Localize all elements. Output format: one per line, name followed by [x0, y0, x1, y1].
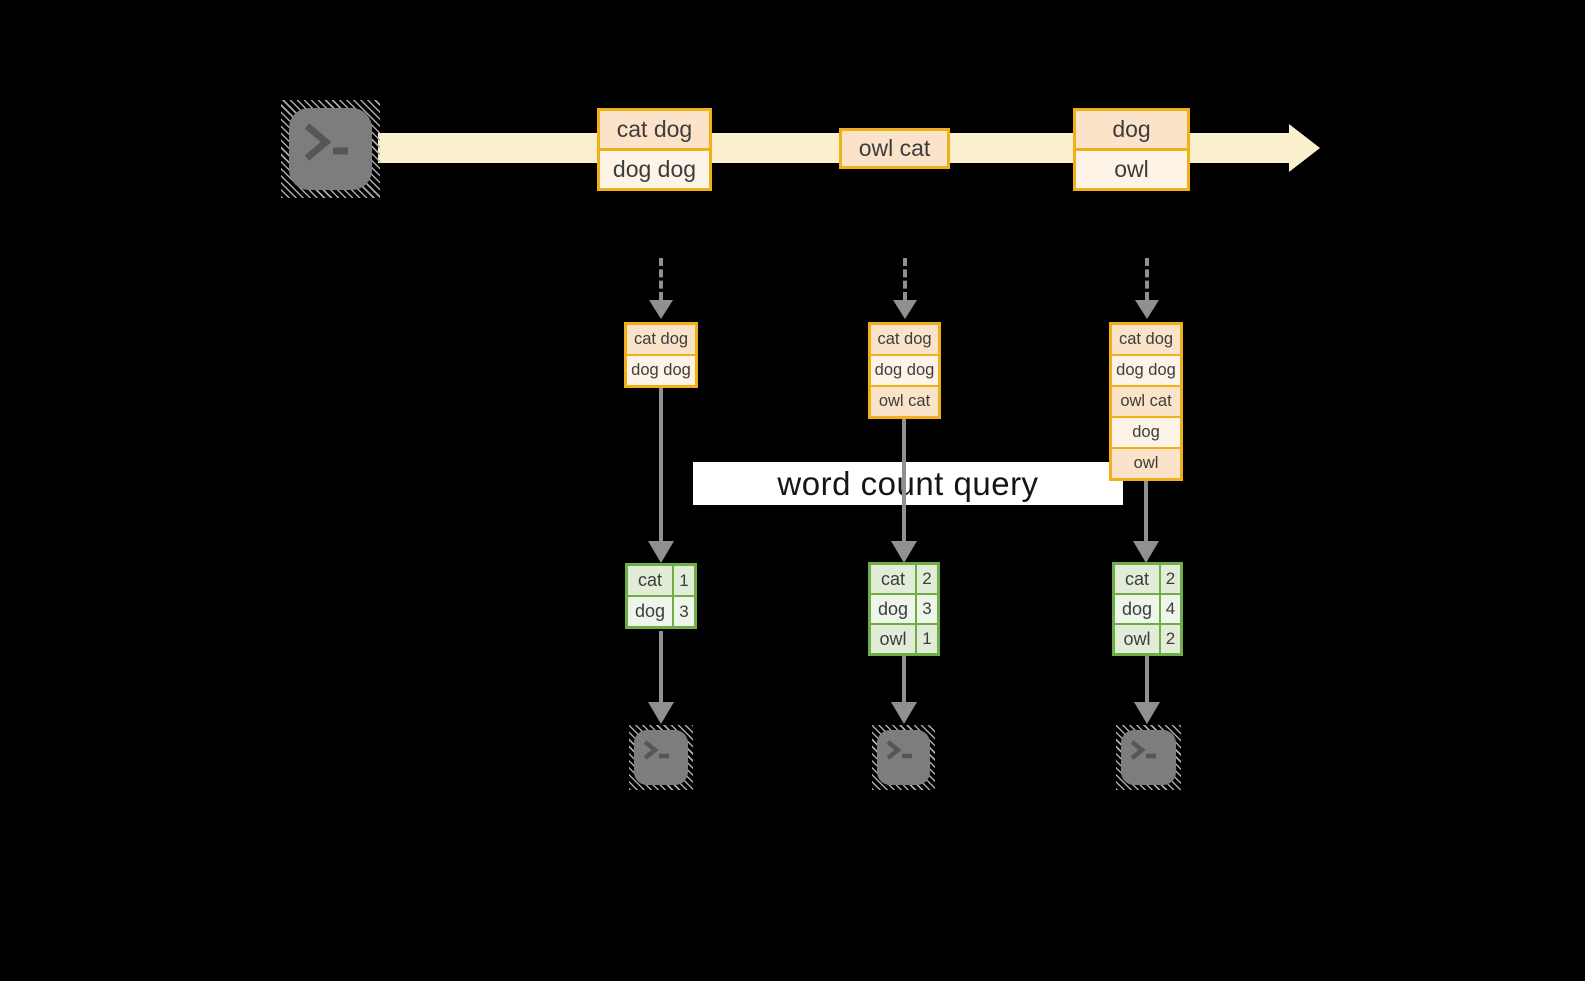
emit-arrow-line-1	[659, 631, 663, 702]
count-cell: 3	[915, 595, 937, 623]
word-cell: cat	[871, 565, 915, 593]
query-arrow-line-2	[902, 418, 906, 541]
query-arrowhead-icon-3	[1133, 541, 1159, 563]
query-arrow-line-3	[1144, 480, 1148, 541]
event-line: dog	[1076, 111, 1187, 148]
terminal-body	[877, 730, 930, 785]
count-row: dog 3	[871, 593, 937, 623]
buffer-cell: cat dog	[871, 325, 938, 354]
word-cell: owl	[871, 625, 915, 653]
count-row: cat 2	[1115, 565, 1180, 593]
word-cell: cat	[628, 566, 672, 595]
count-table-1: cat 1 dog 3	[625, 563, 697, 629]
count-cell: 3	[672, 597, 694, 626]
buffer-cell: owl cat	[1112, 385, 1180, 416]
count-row: dog 4	[1115, 593, 1180, 623]
word-cell: cat	[1115, 565, 1159, 593]
query-arrowhead-icon-2	[891, 541, 917, 563]
source-terminal-icon	[281, 100, 380, 198]
count-row: cat 2	[871, 565, 937, 593]
buffer-box-2: cat dog dog dog owl cat	[868, 322, 941, 419]
ingest-arrow-line-3	[1145, 258, 1149, 300]
buffer-cell: cat dog	[627, 325, 695, 354]
output-terminal-icon-3	[1116, 725, 1181, 790]
count-cell: 2	[915, 565, 937, 593]
ingest-arrowhead-icon-2	[893, 300, 917, 319]
buffer-cell: dog dog	[871, 354, 938, 385]
buffer-box-3: cat dog dog dog owl cat dog owl	[1109, 322, 1183, 481]
query-banner-label: word count query	[777, 464, 1039, 502]
event-box-1: cat dog dog dog	[597, 108, 712, 191]
event-line: owl cat	[842, 131, 947, 166]
emit-arrowhead-icon-1	[648, 702, 674, 724]
terminal-body	[289, 108, 372, 190]
emit-arrowhead-icon-2	[891, 702, 917, 724]
terminal-body	[1121, 730, 1176, 785]
count-table-2: cat 2 dog 3 owl 1	[868, 562, 940, 656]
ingest-arrowhead-icon-3	[1135, 300, 1159, 319]
stream-arrowhead-icon	[1289, 124, 1320, 172]
output-terminal-icon-2	[872, 725, 935, 790]
event-box-2: owl cat	[839, 128, 950, 169]
buffer-cell: owl	[1112, 447, 1180, 478]
buffer-cell: owl cat	[871, 385, 938, 416]
buffer-cell: cat dog	[1112, 325, 1180, 354]
count-cell: 1	[915, 625, 937, 653]
count-cell: 2	[1159, 565, 1180, 593]
ingest-arrow-line-2	[903, 258, 907, 300]
buffer-cell: dog dog	[1112, 354, 1180, 385]
count-cell: 1	[672, 566, 694, 595]
output-terminal-icon-1	[629, 725, 693, 790]
prompt-glyph-icon	[304, 123, 348, 161]
word-cell: dog	[628, 597, 672, 626]
buffer-cell: dog	[1112, 416, 1180, 447]
count-table-3: cat 2 dog 4 owl 2	[1112, 562, 1183, 656]
buffer-cell: dog dog	[627, 354, 695, 385]
emit-arrowhead-icon-3	[1134, 702, 1160, 724]
query-arrowhead-icon-1	[648, 541, 674, 563]
prompt-glyph-icon	[643, 740, 669, 760]
event-line: cat dog	[600, 111, 709, 148]
prompt-glyph-icon	[886, 740, 912, 760]
count-row: owl 2	[1115, 623, 1180, 653]
count-cell: 4	[1159, 595, 1180, 623]
emit-arrow-line-2	[902, 656, 906, 702]
word-cell: dog	[1115, 595, 1159, 623]
event-box-3: dog owl	[1073, 108, 1190, 191]
emit-arrow-line-3	[1145, 656, 1149, 702]
prompt-glyph-icon	[1130, 740, 1156, 760]
event-line: owl	[1076, 148, 1187, 188]
terminal-body	[634, 730, 688, 785]
count-cell: 2	[1159, 625, 1180, 653]
count-row: dog 3	[628, 595, 694, 626]
event-line: dog dog	[600, 148, 709, 188]
query-arrow-line-1	[659, 387, 663, 541]
word-cell: owl	[1115, 625, 1159, 653]
query-banner: word count query	[693, 462, 1123, 505]
ingest-arrowhead-icon-1	[649, 300, 673, 319]
buffer-box-1: cat dog dog dog	[624, 322, 698, 388]
count-row: owl 1	[871, 623, 937, 653]
count-row: cat 1	[628, 566, 694, 595]
ingest-arrow-line-1	[659, 258, 663, 300]
word-cell: dog	[871, 595, 915, 623]
